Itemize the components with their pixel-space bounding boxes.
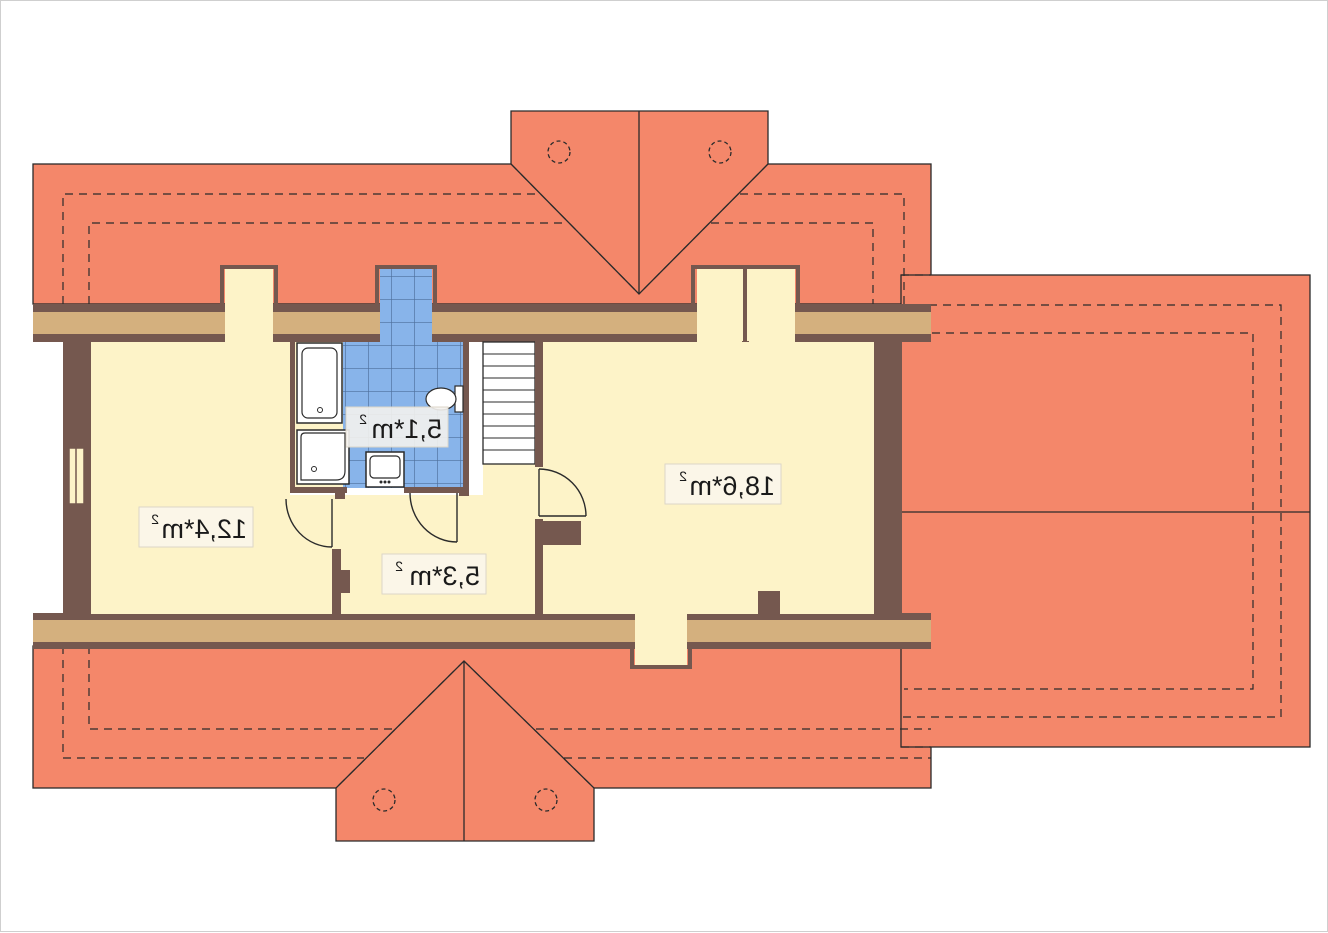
roof-vent-icon [547, 140, 571, 164]
bathroom-wall [335, 493, 345, 499]
bathroom-area: 5,1*m [371, 414, 442, 444]
chimney [758, 591, 780, 616]
area-label-bathroom: 5,1*m 2 [345, 406, 449, 448]
bathroom-wall [404, 487, 469, 493]
staircase [482, 339, 543, 467]
roof-overhang-dashes [62, 163, 1282, 789]
room-left-area: 12,4*m [161, 514, 247, 544]
stair-wall [535, 339, 543, 467]
shower-icon [296, 429, 350, 485]
hall-area-exponent: 2 [395, 558, 403, 574]
area-label-hall: 5,3*m 2 [381, 553, 487, 595]
roof-vent-icon [708, 140, 732, 164]
doors [285, 468, 587, 548]
toilet-icon [425, 385, 464, 413]
hall-left-wall [332, 549, 341, 615]
sink-icon [365, 451, 405, 488]
bathtub-icon [296, 342, 343, 424]
room-left-floor [91, 342, 290, 614]
room-right-area-exponent: 2 [679, 468, 687, 484]
hall-area: 5,3*m [409, 561, 480, 591]
door-room-left-icon [285, 498, 333, 548]
area-label-room-left: 12,4*m 2 [138, 506, 254, 548]
hall-wall-stub [341, 570, 350, 593]
bathroom-wall [290, 339, 295, 492]
right-wing-roof [900, 274, 1311, 748]
roof-vent-circles [372, 140, 732, 812]
door-room-right-icon [538, 468, 587, 517]
bathroom-wall [463, 339, 469, 492]
roof-vent-icon [372, 788, 396, 812]
door-bathroom-icon [409, 492, 458, 543]
roof-vent-icon [534, 788, 558, 812]
bathroom-wall [459, 487, 469, 496]
bathroom-niche-tiles [380, 269, 432, 342]
room-right-area: 18,6*m [689, 471, 775, 501]
dormer-niche-floors-cover [225, 269, 795, 665]
area-label-room-right: 18,6*m 2 [664, 463, 782, 505]
room-left-area-exponent: 2 [151, 511, 159, 527]
hall-right-stub [543, 521, 581, 545]
roof [32, 110, 1311, 842]
hall-right-wall [535, 519, 543, 615]
interior-walls [68, 447, 780, 616]
bathroom-area-exponent: 2 [359, 411, 367, 427]
right-wall [874, 339, 902, 616]
bathroom-niche-wall [375, 265, 437, 306]
bathroom-wall [290, 487, 347, 493]
